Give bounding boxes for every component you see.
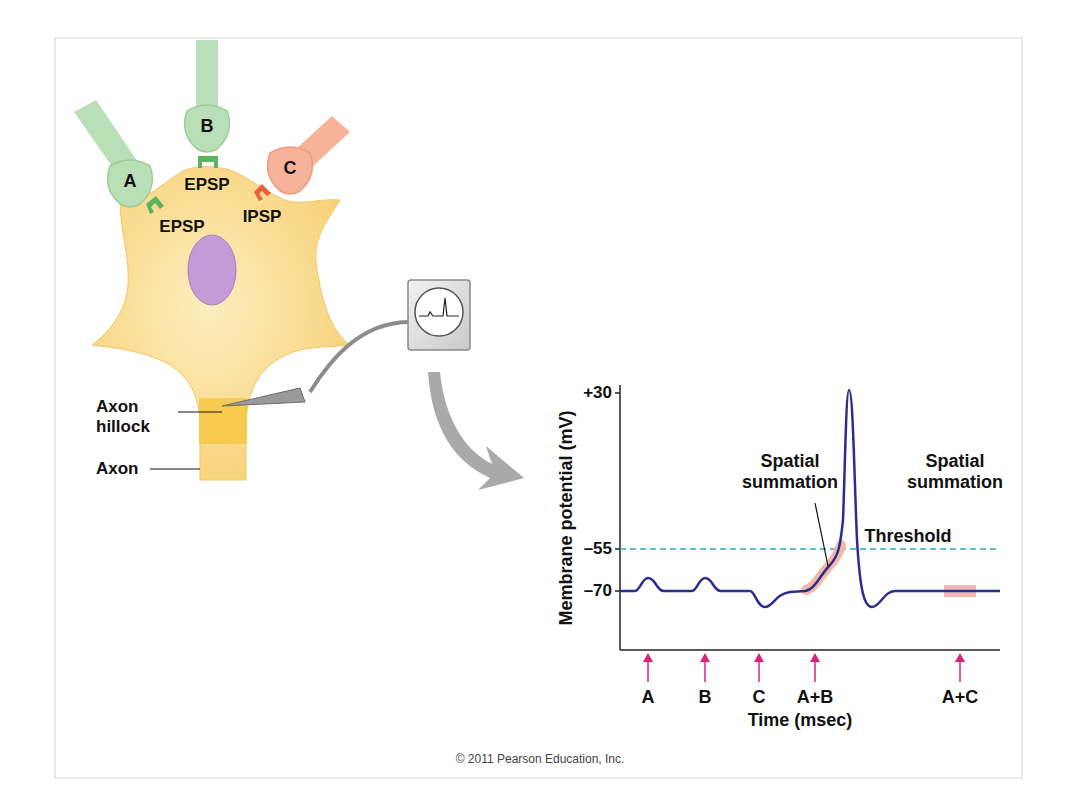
- leader-line: [815, 503, 828, 566]
- tick: [615, 392, 620, 394]
- receptor: [254, 184, 271, 201]
- summation-highlight: [806, 545, 841, 590]
- electrode-wire: [310, 322, 410, 392]
- axon-terminal: A: [104, 158, 156, 208]
- threshold-line: [620, 548, 1000, 550]
- receptor: [198, 156, 218, 168]
- x-axis: [620, 649, 1000, 651]
- curved-arrow: [428, 372, 524, 490]
- stimulus-label: A+B: [797, 687, 834, 708]
- monitor: [408, 280, 470, 350]
- terminal-label: C: [264, 145, 316, 179]
- membrane-trace: [620, 390, 1000, 607]
- receptor: [146, 196, 164, 214]
- axon-terminal: B: [181, 103, 233, 153]
- stimulus-label: A: [642, 687, 655, 708]
- threshold-label: Threshold: [864, 526, 951, 547]
- leader-line: [150, 468, 200, 469]
- tick-label: –70: [584, 581, 612, 601]
- stimulus-label: C: [753, 687, 766, 708]
- frame: [55, 38, 1022, 778]
- monitor-screen: [415, 288, 463, 336]
- tick-label: +30: [583, 383, 612, 403]
- screen-trace: [419, 298, 459, 316]
- potential-type: EPSP: [184, 175, 229, 195]
- potential-type: EPSP: [159, 217, 204, 237]
- copyright: © 2011 Pearson Education, Inc.: [456, 753, 625, 767]
- annotation: Spatial summation: [896, 451, 1014, 492]
- axon-terminal: C: [264, 145, 316, 195]
- part-name: Axon: [96, 459, 139, 479]
- nucleus: [188, 235, 236, 305]
- terminal-label: A: [104, 158, 156, 192]
- tick: [615, 548, 620, 550]
- stimulus-arrows: [643, 653, 965, 682]
- cell-body: [92, 167, 350, 480]
- potential-type: IPSP: [243, 207, 282, 227]
- stimulus-label: B: [699, 687, 712, 708]
- y-axis: [619, 385, 621, 650]
- axis-title: Time (msec): [748, 710, 853, 731]
- annotation: Spatial summation: [731, 451, 849, 492]
- terminal-label: B: [181, 103, 233, 137]
- tick-label: –55: [584, 539, 612, 559]
- tick: [615, 590, 620, 592]
- leader-line: [178, 411, 222, 412]
- axis-title: Membrane potential (mV): [556, 410, 577, 625]
- microelectrode: [222, 388, 305, 406]
- part-name: Axon hillock: [96, 397, 188, 436]
- stimulus-label: A+C: [942, 687, 979, 708]
